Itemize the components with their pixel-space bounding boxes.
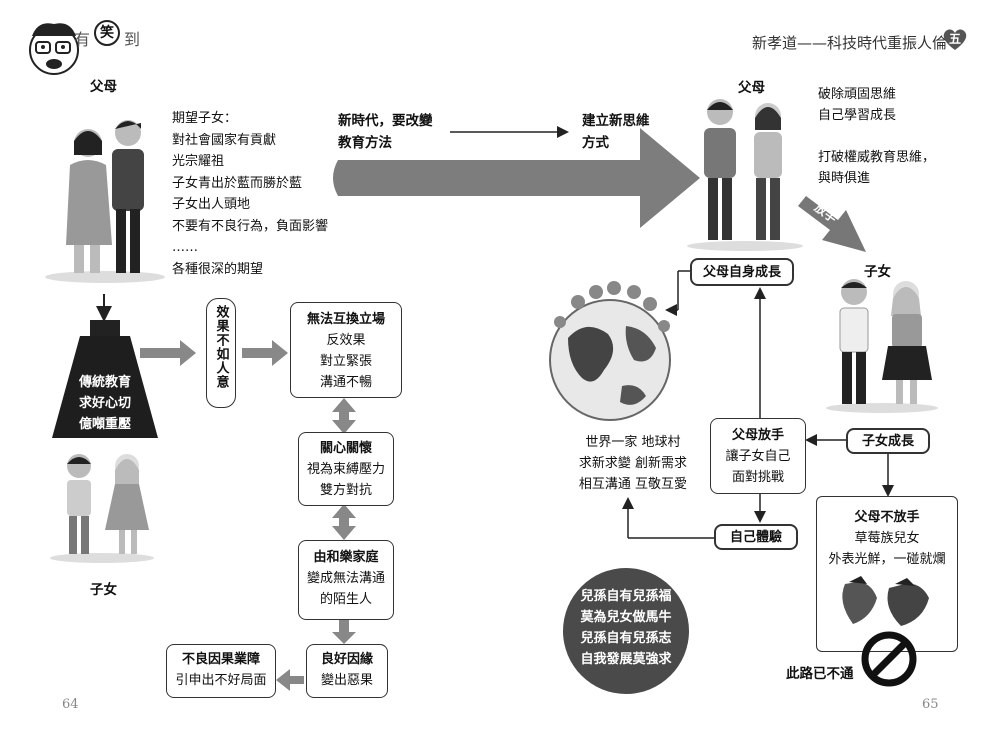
note-line [818,126,935,147]
box-line: 溝通不暢 [319,375,372,390]
no-let-go-box: 父母不放手 草莓族兒女 外表光鮮，一碰就爛 [816,496,958,652]
series-title: 新孝道——科技時代重振人倫 [752,34,948,52]
box-line: 外表光鮮，一碰就爛 [828,552,946,567]
heart-icon [943,29,967,50]
note-line: 自己學習成長 [818,108,897,123]
box-line: 草莓族兒女 [854,531,920,546]
pyramid-line: 求好心切 [78,396,131,411]
left-parents-label: 父母 [90,79,117,95]
left-page-number: 64 [62,697,79,712]
parent-notes: 破除頑固思維 自己學習成長 打破權威教育思維， 與時俱進 [818,84,935,189]
expectation-line: …… [172,240,198,255]
proverb-line: 自我發展莫強求 [580,652,672,667]
double-arrow-1 [332,398,356,434]
note-line: 打破權威教育思維， [818,150,936,165]
box-title: 關心關懷 [319,441,372,456]
expectation-line: 各種很深的期望 [172,261,264,277]
release-arrow [798,196,866,252]
expectation-line: 光宗耀祖 [172,154,225,169]
box-line: 引申出不好局面 [175,673,267,688]
dead-end-label: 此路已不通 [786,666,854,682]
arrow-text-right: 建立新思維 方式 [582,111,650,154]
box-care: 關心關懷 視為束縛壓力 雙方對抗 [298,432,394,506]
arrow-text-line: 教育方法 [338,134,392,151]
pyramid-line: 億噸重壓 [78,417,131,432]
logo-text-2: 笑 [94,20,120,46]
globe-illustration [549,281,671,421]
logo: 有 笑 到 [22,18,152,80]
box-line: 視為束縛壓力 [306,462,385,477]
arrow-text-left: 新時代，要改變 教育方法 [338,111,433,154]
proverb-line: 兒孫自有兒孫志 [580,631,672,646]
effect-box: 效果不如人意 [206,298,236,408]
parent-growth-box: 父母自身成長 [690,258,794,286]
box-title: 由和樂家庭 [313,550,379,565]
big-transition-arrow [333,128,700,228]
box-title: 父母不放手 [854,510,920,525]
expectations-list: 期望子女： 對社會國家有貢獻 光宗耀祖 子女青出於藍而勝於藍 子女出人頭地 不要… [172,108,328,280]
box-good-karma: 良好因緣 變出惡果 [306,644,388,698]
box-no-empathy: 無法互換立場 反效果 對立緊張 溝通不暢 [290,302,402,398]
right-children-label: 子女 [864,264,891,280]
pyramid-text: 傳統教育 求好心切 億噸重壓 [52,372,158,435]
expectation-line: 對社會國家有貢獻 [172,132,277,148]
box-line: 變成無法溝通 [306,571,385,586]
arrow-text-line: 建立新思維 [582,113,650,129]
chapter-number: 五 [948,32,961,46]
box-title: 良好因緣 [320,652,373,667]
modern-children-illustration [826,279,938,413]
expectation-line: 子女青出於藍而勝於藍 [172,175,303,191]
modern-parents-illustration [687,99,803,251]
children-illustration [50,454,154,563]
box-line: 對立緊張 [319,354,372,369]
expectation-line: 不要有不良行為，負面影響 [172,218,329,234]
weight-pyramid [52,320,158,438]
world-text-line: 相互溝通 互敬互愛 [578,477,688,492]
box-line: 的陌生人 [319,592,372,607]
left-children-label: 子女 [90,582,117,598]
proverb-circle: 兒孫自有兒孫福 莫為兒女做馬牛 兒孫自有兒孫志 自我發展莫強求 [563,568,689,694]
self-experience-box: 自己體驗 [714,524,798,550]
box-line: 變出惡果 [320,673,373,688]
strawberry-icon [842,576,929,626]
parents-illustration [45,120,165,283]
world-text-line: 求新求變 創新需求 [578,456,688,471]
box-line: 反效果 [326,333,366,348]
proverb-line: 兒孫自有兒孫福 [580,589,672,604]
effect-box-text: 效果不如人意 [213,305,229,389]
right-page-number: 65 [922,697,939,712]
world-text-line: 世界一家 地球村 [585,435,681,450]
box-title: 無法互換立場 [306,312,385,327]
note-line: 與時俱進 [818,171,871,186]
box-line: 讓子女自己 [725,449,791,464]
expectation-line: 子女出人頭地 [172,197,251,212]
double-arrow-2 [332,504,356,540]
arrow-text-line: 方式 [582,134,609,151]
box-title: 父母放手 [731,428,784,443]
world-text: 世界一家 地球村 求新求變 創新需求 相互溝通 互敬互愛 [573,432,693,495]
box-line: 雙方對抗 [319,483,372,498]
prohibited-icon [861,631,917,687]
logo-text-3: 到 [124,30,141,49]
cartoon-face-icon [29,23,79,75]
note-line: 破除頑固思維 [818,87,897,102]
box-title: 不良因果業障 [181,652,260,667]
expectation-line: 期望子女： [172,111,238,126]
right-parents-label: 父母 [738,80,765,96]
box-harmony: 由和樂家庭 變成無法溝通 的陌生人 [298,540,394,620]
child-growth-box: 子女成長 [846,428,930,454]
pyramid-line: 傳統教育 [78,375,131,390]
logo-text-1: 有 [74,30,91,49]
chapter-badge: 五 [942,28,967,50]
let-go-box: 父母放手 讓子女自己 面對挑戰 [710,418,806,494]
proverb-line: 莫為兒女做馬牛 [580,610,672,625]
box-bad-karma: 不良因果業障 引申出不好局面 [166,644,276,698]
arrow-text-line: 新時代，要改變 [338,113,433,129]
box-line: 面對挑戰 [731,470,784,485]
